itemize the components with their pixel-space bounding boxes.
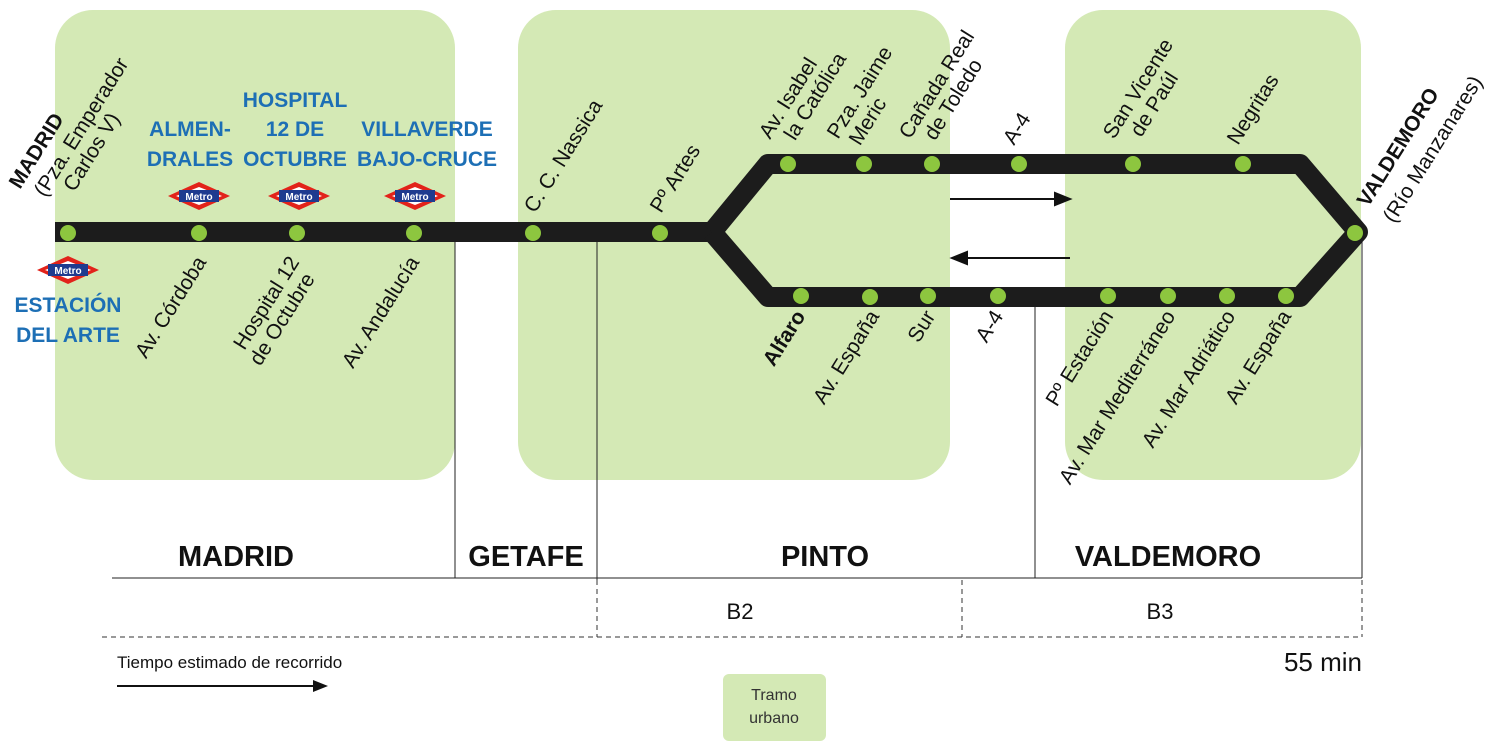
metro-station-hospital-line3: OCTUBRE: [243, 148, 347, 171]
stop-dot: [1347, 225, 1363, 241]
metro-station-villaverde-line1: VILLAVERDE: [361, 118, 492, 141]
travel-time-value: 55 min: [1284, 647, 1362, 677]
stop-dot: [920, 288, 936, 304]
stop-dot: [60, 225, 76, 241]
metro-logo-icon: Metro: [384, 182, 446, 210]
stop-a4-top-label: A-4: [999, 108, 1036, 148]
legend-swatch: [723, 674, 826, 741]
municipality-getafe: GETAFE: [468, 541, 583, 573]
metro-station-hospital-line2: 12 DE: [266, 118, 324, 141]
stop-dot: [406, 225, 422, 241]
metro-logo-label: Metro: [54, 266, 81, 277]
metro-logo-label: Metro: [185, 192, 212, 203]
metro-logo-icon: Metro: [268, 182, 330, 210]
stop-dot: [525, 225, 541, 241]
metro-station-almendrales-line2: DRALES: [147, 148, 233, 171]
stop-dot: [289, 225, 305, 241]
legend-label-line1: Tramo: [751, 687, 797, 704]
stop-a4-bottom-label: A-4: [971, 306, 1008, 346]
metro-logo-label: Metro: [401, 192, 428, 203]
stop-dot: [1219, 288, 1235, 304]
metro-station-almendrales-line1: ALMEN-: [149, 118, 231, 141]
metro-logo-icon: Metro: [37, 256, 99, 284]
fare-zone-b3: B3: [1147, 599, 1174, 624]
metro-station-estacion-arte-line2: DEL ARTE: [16, 324, 120, 347]
stop-dot: [1235, 156, 1251, 172]
stop-dot: [191, 225, 207, 241]
legend-tramo-urbano: Tramo urbano: [723, 674, 826, 741]
fare-zone-dividers: [102, 580, 1363, 638]
stop-dot: [1100, 288, 1116, 304]
stop-dot: [856, 156, 872, 172]
stop-dot: [862, 289, 878, 305]
urban-zone-valdemoro: [1065, 10, 1361, 480]
travel-time-arrow: [117, 680, 328, 692]
stop-dot: [780, 156, 796, 172]
stop-dot: [1160, 288, 1176, 304]
stop-dot: [793, 288, 809, 304]
travel-time-label: Tiempo estimado de recorrido: [117, 653, 342, 672]
stop-dot: [1011, 156, 1027, 172]
stop-dot: [1278, 288, 1294, 304]
stop-a4-top: A-4: [999, 108, 1036, 148]
municipality-madrid: MADRID: [178, 541, 294, 573]
legend-label-line2: urbano: [749, 710, 799, 727]
stop-dots: [60, 156, 1363, 305]
metro-station-hospital-line1: HOSPITAL: [243, 89, 348, 112]
fare-zone-b2: B2: [727, 599, 754, 624]
direction-arrows: [949, 191, 1073, 266]
metro-station-estacion-arte-line1: ESTACIÓN: [15, 293, 122, 317]
municipality-valdemoro: VALDEMORO: [1075, 541, 1261, 573]
metro-station-villaverde-line2: BAJO-CRUCE: [357, 148, 497, 171]
municipality-dividers: [112, 232, 1363, 580]
stop-dot: [924, 156, 940, 172]
metro-logo-icon: Metro: [168, 182, 230, 210]
municipality-pinto: PINTO: [781, 541, 869, 573]
stop-dot: [1125, 156, 1141, 172]
stop-dot: [990, 288, 1006, 304]
stop-a4-bottom: A-4: [971, 306, 1008, 346]
urban-zone-madrid: [55, 10, 455, 480]
stop-dot: [652, 225, 668, 241]
metro-logo-label: Metro: [285, 192, 312, 203]
